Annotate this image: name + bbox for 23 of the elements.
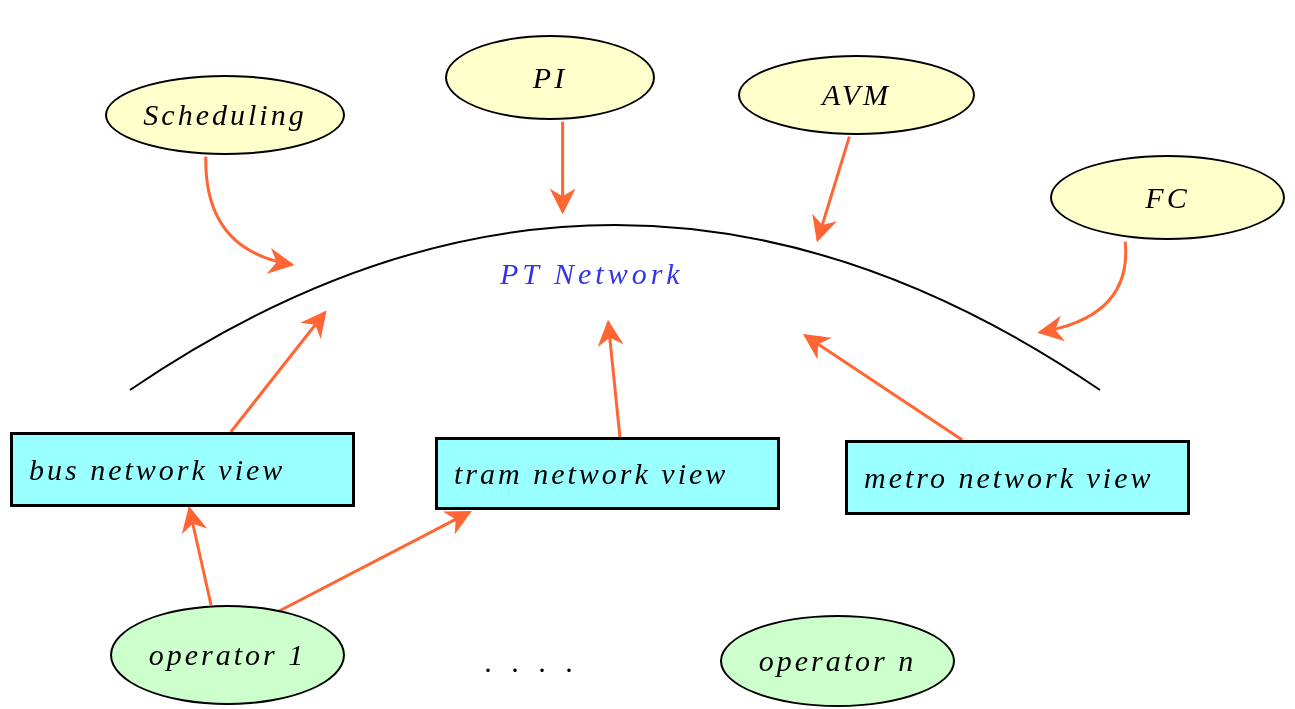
arrow — [1037, 241, 1128, 341]
node-label: operator 1 — [148, 638, 307, 672]
arrow — [597, 319, 624, 438]
node-label: operator n — [758, 644, 917, 678]
arrow — [181, 505, 213, 606]
node-label: PI — [532, 60, 568, 95]
arrow — [204, 156, 295, 273]
arrow — [229, 310, 327, 433]
node-label: Scheduling — [143, 98, 307, 132]
node-label: AVM — [821, 78, 892, 112]
network-label: PT Network — [500, 257, 684, 291]
node-label: metro network view — [864, 460, 1154, 495]
view-box — [10, 432, 355, 507]
view-box — [845, 440, 1190, 515]
node-label: tram network view — [454, 456, 729, 491]
arrow — [802, 334, 964, 442]
view-box — [435, 437, 780, 510]
arrow — [812, 136, 851, 243]
arrow — [278, 510, 472, 613]
node-label: FC — [1145, 180, 1190, 215]
node-label: bus network view — [29, 452, 286, 487]
arrow — [549, 121, 576, 215]
ellipsis-text: . . . . — [485, 645, 580, 679]
